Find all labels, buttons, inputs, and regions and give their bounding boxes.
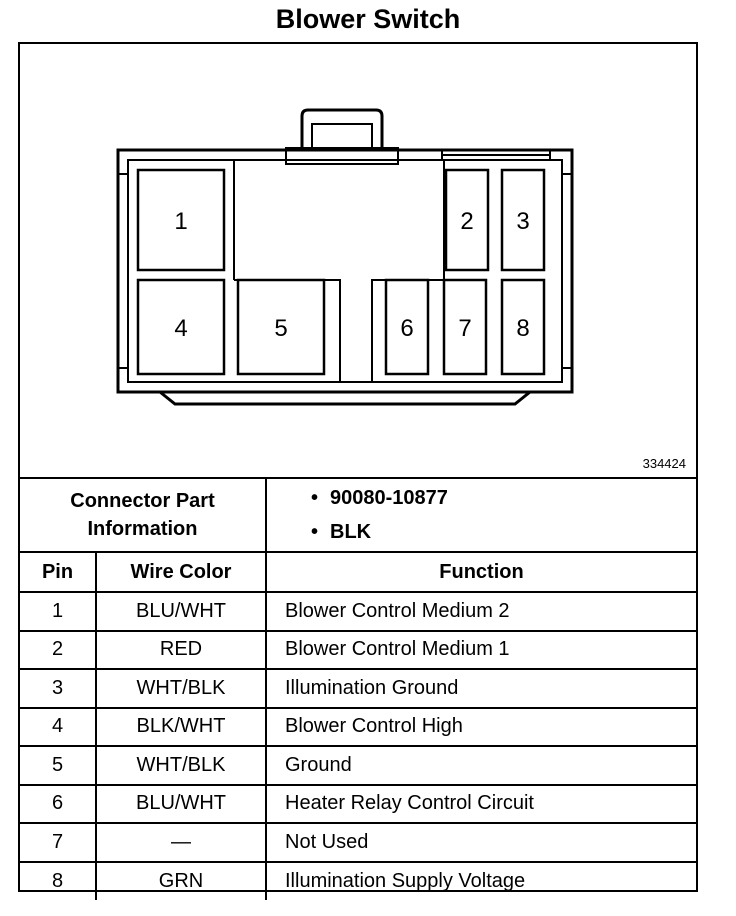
pinout-table: Connector Part Information 90080-10877 B… [20, 477, 696, 900]
wire-color-cell: BLU/WHT [95, 783, 267, 824]
diagram-title: Blower Switch [275, 4, 461, 34]
function-cell: Not Used [265, 822, 696, 863]
part-number: 90080-10877 [311, 481, 696, 515]
function-cell: Ground [265, 745, 696, 786]
pin-cell: 1 [20, 591, 97, 632]
table-row: 7—Not Used [20, 822, 696, 863]
pin-number-label: 3 [516, 208, 529, 235]
connector-info-label-line: Connector Part [70, 490, 215, 512]
connector-info-values: 90080-10877 BLK [265, 477, 696, 553]
function-cell: Heater Relay Control Circuit [265, 783, 696, 824]
pin-cell: 2 [20, 629, 97, 670]
connector-info-row: Connector Part Information 90080-10877 B… [20, 477, 696, 553]
connector-skirt [159, 390, 531, 406]
connector-color: BLK [311, 515, 696, 549]
wire-color-cell: GRN [95, 860, 267, 900]
wire-color-cell: WHT/BLK [95, 668, 267, 709]
header-pin: Pin [20, 551, 97, 592]
wire-color-cell: BLU/WHT [95, 591, 267, 632]
connector-latch [300, 108, 384, 150]
function-cell: Illumination Ground [265, 668, 696, 709]
function-cell: Blower Control Medium 1 [265, 629, 696, 670]
pin-cell: 7 [20, 822, 97, 863]
wire-color-cell: BLK/WHT [95, 706, 267, 747]
pin-number-label: 4 [174, 315, 187, 342]
pin-cavity [136, 168, 226, 272]
pin-cavity [500, 278, 546, 376]
function-cell: Illumination Supply Voltage [265, 860, 696, 900]
pin-cavity [236, 278, 326, 376]
pin-number-label: 8 [516, 315, 529, 342]
header-wire-color: Wire Color [95, 551, 267, 592]
table-header: Pin Wire Color Function [20, 551, 696, 592]
pin-cell: 8 [20, 860, 97, 900]
connector-info-label-line: Information [87, 518, 198, 540]
wire-color-cell: WHT/BLK [95, 745, 267, 786]
header-function: Function [265, 551, 696, 592]
pin-number-label: 6 [400, 315, 413, 342]
connector-housing [116, 148, 574, 394]
pin-number-label: 7 [458, 315, 471, 342]
pin-cell: 3 [20, 668, 97, 709]
pin-cavity [500, 168, 546, 272]
pin-number-label: 1 [174, 208, 187, 235]
function-cell: Blower Control Medium 2 [265, 591, 696, 632]
pin-cell: 6 [20, 783, 97, 824]
wire-color-cell: RED [95, 629, 267, 670]
drawing-number: 334424 [642, 456, 686, 471]
pin-cell: 4 [20, 706, 97, 747]
pin-cavity [136, 278, 226, 376]
connector-inner-wall [127, 159, 563, 383]
pin-number-label: 2 [460, 208, 473, 235]
function-cell: Blower Control High [265, 706, 696, 747]
pin-cavity [442, 278, 488, 376]
connector-info-label: Connector Part Information [20, 477, 267, 553]
pin-cavity [384, 278, 430, 376]
pin-cell: 5 [20, 745, 97, 786]
connector-diagram: 1 2 3 4 5 6 7 8 [116, 108, 574, 406]
wire-color-cell: — [95, 822, 267, 863]
pin-cavity [444, 168, 490, 272]
pin-number-label: 5 [274, 315, 287, 342]
